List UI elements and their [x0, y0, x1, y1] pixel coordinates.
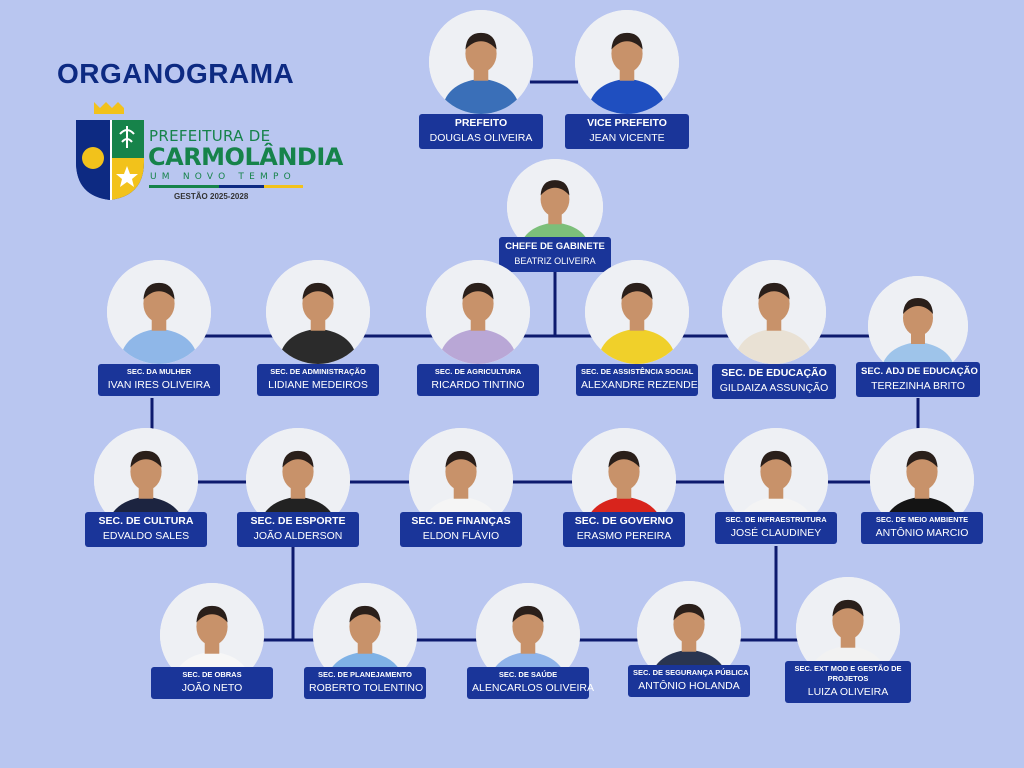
role-prefeito: PREFEITO [454, 117, 508, 129]
portrait-sec-mulher [107, 260, 211, 364]
name-sec-educacao: GILDAIZA ASSUNÇÃO [719, 382, 829, 394]
name-chefe-gabinete: BEATRIZ OLIVEIRA [514, 256, 596, 266]
role-sec-ext-mod: SEC. EXT MOD E GESTÃO DE PROJETOS [794, 664, 902, 683]
label-sec-saude: SEC. DE SAÚDE ALENCARLOS OLIVEIRA [467, 667, 594, 699]
name-sec-cultura: EDVALDO SALES [102, 530, 190, 542]
role-sec-financas: SEC. DE FINANÇAS [411, 515, 511, 527]
name-sec-financas: ELDON FLÁVIO [422, 530, 500, 542]
name-sec-esporte: JOÃO ALDERSON [253, 530, 343, 542]
role-sec-infraestrutura: SEC. DE INFRAESTRUTURA [725, 515, 827, 524]
label-sec-governo: SEC. DE GOVERNO ERASMO PEREIRA [563, 512, 685, 547]
person-silhouette-icon [266, 260, 370, 364]
label-sec-planejamento: SEC. DE PLANEJAMENTO ROBERTO TOLENTINO [304, 667, 426, 699]
label-sec-assistencia: SEC. DE ASSISTÊNCIA SOCIAL ALEXANDRE REZ… [576, 364, 698, 396]
person-silhouette-icon [722, 260, 826, 364]
label-sec-infraestrutura: SEC. DE INFRAESTRUTURA JOSÉ CLAUDINEY [715, 512, 837, 544]
portrait-sec-assistencia [585, 260, 689, 364]
role-sec-educacao: SEC. DE EDUCAÇÃO [721, 367, 827, 379]
name-sec-saude: ALENCARLOS OLIVEIRA [472, 682, 594, 694]
label-sec-educacao: SEC. DE EDUCAÇÃO GILDAIZA ASSUNÇÃO [712, 364, 836, 399]
prefeitura-logo: PREFEITURA DE CARMOLÂNDIA UM NOVO TEMPO … [74, 100, 343, 204]
person-silhouette-icon [868, 276, 968, 376]
role-vice-prefeito: VICE PREFEITO [587, 117, 667, 129]
role-sec-planejamento: SEC. DE PLANEJAMENTO [317, 670, 413, 679]
role-sec-mulher: SEC. DA MULHER [126, 367, 192, 376]
label-sec-obras: SEC. DE OBRAS JOÃO NETO [151, 667, 273, 699]
role-sec-administracao: SEC. DE ADMINISTRAÇÃO [270, 367, 366, 376]
portrait-vice-prefeito [575, 10, 679, 114]
name-sec-seguranca: ANTÔNIO HOLANDA [638, 680, 740, 692]
role-sec-cultura: SEC. DE CULTURA [98, 515, 194, 527]
name-sec-governo: ERASMO PEREIRA [576, 530, 672, 542]
name-sec-meio-ambiente: ANTÔNIO MARCIO [875, 527, 969, 539]
label-vice-prefeito: VICE PREFEITO JEAN VICENTE [565, 114, 689, 149]
logo-text-gestao: GESTÃO 2025-2028 [174, 192, 249, 201]
name-sec-obras: JOÃO NETO [181, 682, 243, 694]
role-sec-esporte: SEC. DE ESPORTE [250, 515, 346, 527]
role-sec-agricultura: SEC. DE AGRICULTURA [434, 367, 522, 376]
label-sec-financas: SEC. DE FINANÇAS ELDON FLÁVIO [400, 512, 522, 547]
role-sec-assistencia: SEC. DE ASSISTÊNCIA SOCIAL [581, 367, 694, 376]
name-prefeito: DOUGLAS OLIVEIRA [429, 132, 533, 144]
portrait-sec-agricultura [426, 260, 530, 364]
label-sec-mulher: SEC. DA MULHER IVAN IRES OLIVEIRA [98, 364, 220, 396]
portrait-prefeito [429, 10, 533, 114]
page-title: ORGANOGRAMA [57, 58, 295, 89]
portrait-sec-adj-educacao [868, 276, 968, 376]
person-silhouette-icon [107, 260, 211, 364]
person-silhouette-icon [426, 260, 530, 364]
logo-text-slogan: UM NOVO TEMPO [150, 172, 296, 182]
label-sec-seguranca: SEC. DE SEGURANÇA PÚBLICA ANTÔNIO HOLAND… [628, 665, 750, 697]
role-chefe-gabinete: CHEFE DE GABINETE [505, 241, 605, 252]
name-sec-agricultura: RICARDO TINTINO [431, 379, 525, 391]
role-sec-meio-ambiente: SEC. DE MEIO AMBIENTE [875, 515, 969, 524]
name-sec-ext-mod: LUIZA OLIVEIRA [807, 686, 889, 698]
person-silhouette-icon [585, 260, 689, 364]
label-sec-agricultura: SEC. DE AGRICULTURA RICARDO TINTINO [417, 364, 539, 396]
coat-of-arms-icon [76, 102, 144, 200]
label-sec-esporte: SEC. DE ESPORTE JOÃO ALDERSON [237, 512, 359, 547]
name-sec-assistencia: ALEXANDRE REZENDE [581, 379, 698, 391]
role-sec-seguranca: SEC. DE SEGURANÇA PÚBLICA [633, 668, 749, 677]
label-sec-adj-educacao: SEC. ADJ DE EDUCAÇÃO TEREZINHA BRITO [856, 362, 980, 397]
name-sec-adj-educacao: TEREZINHA BRITO [871, 380, 965, 392]
portrait-sec-educacao [722, 260, 826, 364]
name-vice-prefeito: JEAN VICENTE [589, 132, 665, 144]
label-sec-ext-mod: SEC. EXT MOD E GESTÃO DE PROJETOS LUIZA … [785, 661, 911, 703]
label-sec-cultura: SEC. DE CULTURA EDVALDO SALES [85, 512, 207, 547]
portrait-sec-administracao [266, 260, 370, 364]
logo-text-city: CARMOLÂNDIA [148, 143, 343, 171]
label-chefe-gabinete: CHEFE DE GABINETE BEATRIZ OLIVEIRA [499, 237, 611, 272]
person-silhouette-icon [429, 10, 533, 114]
role-sec-saude: SEC. DE SAÚDE [498, 670, 558, 679]
logo-text-prefeitura: PREFEITURA DE [149, 127, 271, 145]
role-sec-obras: SEC. DE OBRAS [182, 670, 242, 679]
label-sec-administracao: SEC. DE ADMINISTRAÇÃO LIDIANE MEDEIROS [257, 364, 379, 396]
person-silhouette-icon [575, 10, 679, 114]
name-sec-mulher: IVAN IRES OLIVEIRA [107, 379, 211, 391]
role-sec-adj-educacao: SEC. ADJ DE EDUCAÇÃO [861, 366, 978, 377]
role-sec-governo: SEC. DE GOVERNO [574, 515, 674, 527]
logo-stripe [149, 185, 303, 188]
name-sec-administracao: LIDIANE MEDEIROS [268, 379, 368, 391]
name-sec-planejamento: ROBERTO TOLENTINO [309, 682, 424, 694]
name-sec-infraestrutura: JOSÉ CLAUDINEY [730, 527, 822, 539]
label-prefeito: PREFEITO DOUGLAS OLIVEIRA [419, 114, 543, 149]
label-sec-meio-ambiente: SEC. DE MEIO AMBIENTE ANTÔNIO MARCIO [861, 512, 983, 544]
